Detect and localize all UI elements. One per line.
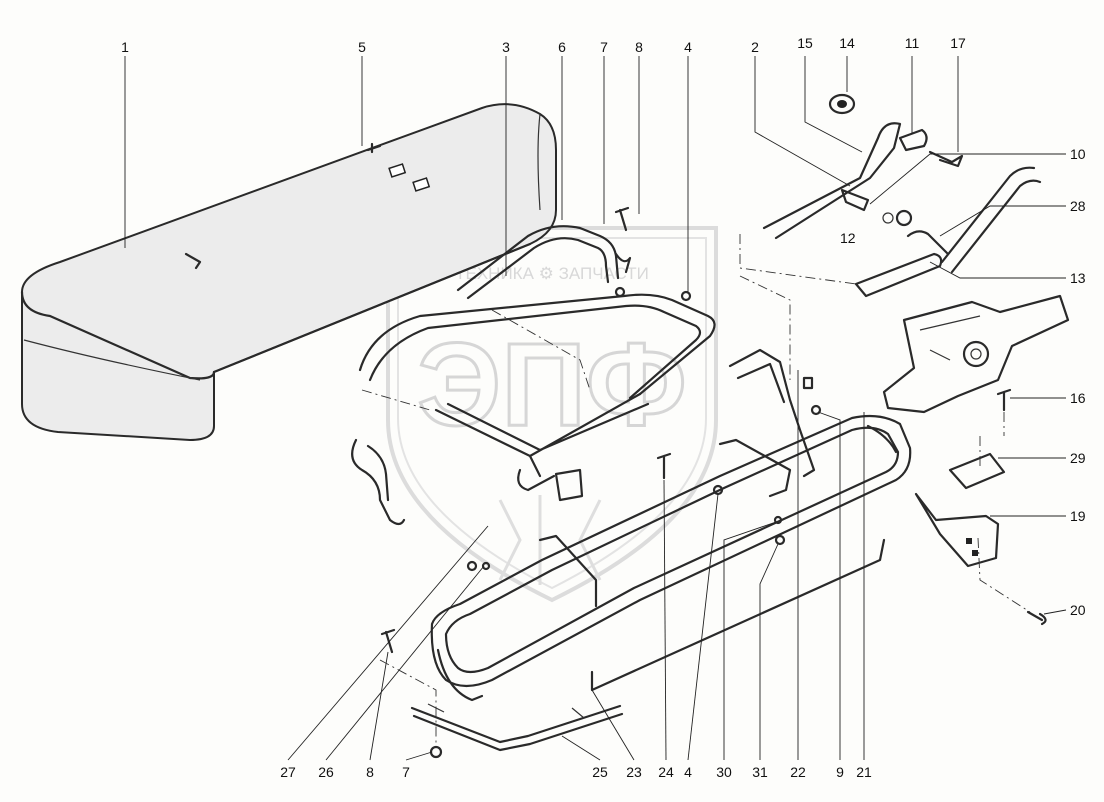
callout-8-bottom: 8 [366, 764, 374, 780]
callout-12: 12 [840, 230, 856, 246]
callout-16: 16 [1070, 390, 1086, 406]
callout-4-bottom: 4 [684, 764, 692, 780]
bracket-29 [948, 452, 1006, 490]
callout-19: 19 [1070, 508, 1086, 524]
callout-23: 23 [626, 764, 642, 780]
callout-22: 22 [790, 764, 806, 780]
callout-8: 8 [635, 39, 643, 55]
callout-24: 24 [658, 764, 674, 780]
watermark-logo: ЭПФ [417, 319, 686, 451]
callout-17: 17 [950, 35, 966, 51]
callout-2: 2 [751, 39, 759, 55]
cushion-cover [20, 103, 557, 442]
callout-11: 11 [905, 35, 920, 51]
callout-26: 26 [318, 764, 334, 780]
lower-frame [430, 414, 912, 702]
callout-4: 4 [684, 39, 692, 55]
callout-labels: 1 5 3 6 7 8 4 2 15 14 11 17 10 28 12 13 … [121, 35, 1086, 780]
bottom-bracket [410, 703, 624, 752]
watermark-caption: ТЕХНИКА ⚙ ЗАПЧАСТИ [455, 264, 649, 283]
callout-7-bottom: 7 [402, 764, 410, 780]
callout-28: 28 [1070, 198, 1086, 214]
callout-27: 27 [280, 764, 296, 780]
fasteners [380, 206, 1047, 759]
callout-10: 10 [1070, 146, 1086, 162]
callout-3: 3 [502, 39, 510, 55]
callout-5: 5 [358, 39, 366, 55]
backrest-tube [456, 225, 620, 300]
callout-29: 29 [1070, 450, 1086, 466]
suspension-linkage [762, 93, 1042, 298]
callout-13: 13 [1070, 270, 1086, 286]
callout-21: 21 [856, 764, 872, 780]
callout-9: 9 [836, 764, 844, 780]
callout-14: 14 [839, 35, 855, 51]
shield-19 [914, 492, 1000, 568]
callout-30: 30 [716, 764, 732, 780]
callout-20: 20 [1070, 602, 1086, 618]
seat-frame [351, 293, 816, 526]
callout-7: 7 [600, 39, 608, 55]
axle-housing [882, 294, 1070, 414]
callout-31: 31 [752, 764, 768, 780]
callout-6: 6 [558, 39, 566, 55]
callout-25: 25 [592, 764, 608, 780]
callout-15: 15 [797, 35, 813, 51]
callout-1: 1 [121, 39, 129, 55]
watermark: ТЕХНИКА ⚙ ЗАПЧАСТИ ЭПФ [386, 226, 718, 603]
leader-lines [124, 56, 1067, 761]
